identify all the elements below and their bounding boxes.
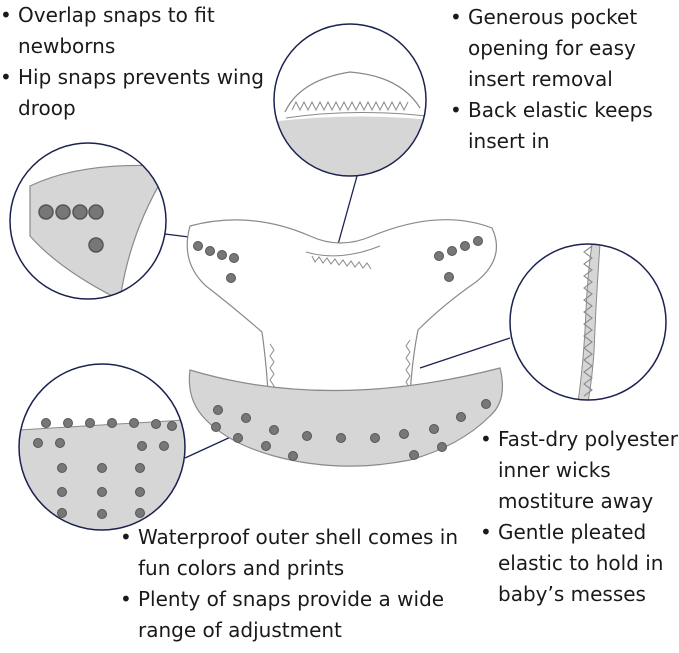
snap-dot (460, 241, 470, 251)
snap-dot (88, 204, 104, 220)
snap-dot (288, 451, 298, 461)
snap-dot (444, 272, 454, 282)
connector-lines (164, 175, 511, 459)
callout-top-right: Generous pocket opening for easy insert … (450, 2, 665, 157)
snap-dots-main (193, 236, 491, 461)
snap-dot (72, 204, 88, 220)
leg-elastic-left-sketch (269, 343, 275, 393)
detail-circle-overlap-snaps (9, 142, 167, 300)
snap-dot (88, 237, 104, 253)
pocket-opening-sketch (305, 245, 381, 270)
callout-top-left: Overlap snaps to fit newborns Hip snaps … (0, 0, 280, 124)
snap-dot (55, 204, 71, 220)
snap-dot (409, 450, 419, 460)
snap-dot (38, 204, 54, 220)
snap-dot (429, 424, 439, 434)
callout-item-fast-dry: Fast-dry polyester inner wicks mostiture… (480, 424, 678, 517)
snap-dot (213, 405, 223, 415)
snap-dot (370, 433, 380, 443)
snap-dot (302, 431, 312, 441)
callout-item-plenty-snaps: Plenty of snaps provide a wide range of … (120, 584, 470, 646)
snap-dot (269, 425, 279, 435)
callout-item-pocket-opening: Generous pocket opening for easy insert … (450, 2, 665, 95)
callout-item-hip-snaps: Hip snaps prevents wing droop (0, 62, 280, 124)
snap-dot (437, 442, 447, 452)
detail-circle-snap-grid (18, 363, 186, 531)
snap-dot (226, 273, 236, 283)
snap-dot (193, 241, 203, 251)
snap-dot (205, 246, 215, 256)
callout-bottom-right: Fast-dry polyester inner wicks mostiture… (480, 424, 678, 610)
callout-item-waterproof-shell: Waterproof outer shell comes in fun colo… (120, 522, 470, 584)
snap-dot (241, 413, 251, 423)
callout-item-overlap-snaps: Overlap snaps to fit newborns (0, 0, 280, 62)
snap-dot (211, 422, 221, 432)
snap-dot (473, 236, 483, 246)
callout-bottom-middle: Waterproof outer shell comes in fun colo… (120, 522, 470, 646)
snap-dot (481, 399, 491, 409)
snap-dot (434, 251, 444, 261)
detail-circle-inner-fabric (509, 243, 667, 401)
snap-dot (447, 246, 457, 256)
leg-elastic-right-sketch (405, 339, 411, 389)
snap-dot (456, 412, 466, 422)
callout-item-pleated-elastic: Gentle pleated elastic to hold in baby’s… (480, 517, 678, 610)
diaper-body (186, 219, 498, 397)
snap-dot (336, 433, 346, 443)
detail-circle-pocket (273, 23, 427, 177)
snap-dot (217, 250, 227, 260)
snap-dot (399, 429, 409, 439)
snap-dot (229, 253, 239, 263)
snap-dot (261, 441, 271, 451)
snap-dot (233, 433, 243, 443)
callout-item-back-elastic: Back elastic keeps insert in (450, 95, 665, 157)
